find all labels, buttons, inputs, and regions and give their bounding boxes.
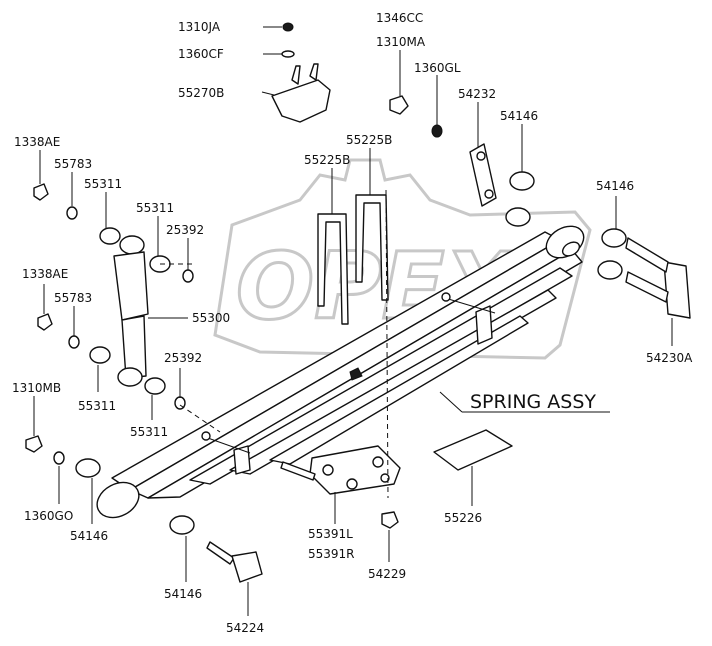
leaf-spring <box>96 225 585 519</box>
label-55311-a: 55311 <box>84 177 122 191</box>
leader-lines <box>33 26 673 616</box>
label-1360go: 1360GO <box>24 509 73 523</box>
label-55391l: 55391L <box>308 527 353 541</box>
label-plate-55226 <box>433 429 513 471</box>
label-1310mb: 1310MB <box>12 381 61 395</box>
spring-seat-plate <box>280 445 401 495</box>
part-labels: 1310JA 1360CF 55270B 1346CC 1310MA 1360G… <box>12 11 693 635</box>
label-1346cc: 1346CC <box>376 11 423 25</box>
label-55783-lower: 55783 <box>54 291 92 305</box>
label-55783-upper: 55783 <box>54 157 92 171</box>
label-55300: 55300 <box>192 311 230 325</box>
label-54146-right: 54146 <box>596 179 634 193</box>
label-55311-d: 55311 <box>130 425 168 439</box>
pin-54224 <box>206 541 263 583</box>
spring-assy-title: SPRING ASSY <box>470 391 596 413</box>
bushings <box>75 171 627 535</box>
label-54146-bottom: 54146 <box>164 587 202 601</box>
fasteners <box>25 22 443 529</box>
label-55391r: 55391R <box>308 547 355 561</box>
label-1338ae-lower: 1338AE <box>22 267 68 281</box>
label-25392-lower: 25392 <box>164 351 202 365</box>
label-55226: 55226 <box>444 511 482 525</box>
label-1338ae-upper: 1338AE <box>14 135 60 149</box>
shock-absorber <box>113 235 149 387</box>
label-54230a: 54230A <box>646 351 693 365</box>
label-54229: 54229 <box>368 567 406 581</box>
watermark-gear-icon <box>213 158 592 360</box>
shackle-plate-54232 <box>469 143 497 207</box>
label-55225b-rear: 55225B <box>346 133 392 147</box>
u-bolt-front <box>317 213 349 325</box>
label-54146-left: 54146 <box>70 529 108 543</box>
bump-stopper <box>271 63 331 123</box>
watermark-text: OPEX <box>236 233 519 340</box>
watermark: OPEX <box>213 158 592 360</box>
label-1310ma: 1310MA <box>376 35 426 49</box>
label-54146-top: 54146 <box>500 109 538 123</box>
label-55311-b: 55311 <box>136 201 174 215</box>
label-55270b: 55270B <box>178 86 224 100</box>
label-25392-upper: 25392 <box>166 223 204 237</box>
label-55311-c: 55311 <box>78 399 116 413</box>
shackle-54230a <box>625 237 691 319</box>
label-55225b-front: 55225B <box>304 153 350 167</box>
reference-lines <box>160 189 389 499</box>
label-54232: 54232 <box>458 87 496 101</box>
label-1360cf: 1360CF <box>178 47 224 61</box>
label-1360gl: 1360GL <box>414 61 461 75</box>
label-54224: 54224 <box>226 621 264 635</box>
label-1310ja: 1310JA <box>178 20 221 34</box>
